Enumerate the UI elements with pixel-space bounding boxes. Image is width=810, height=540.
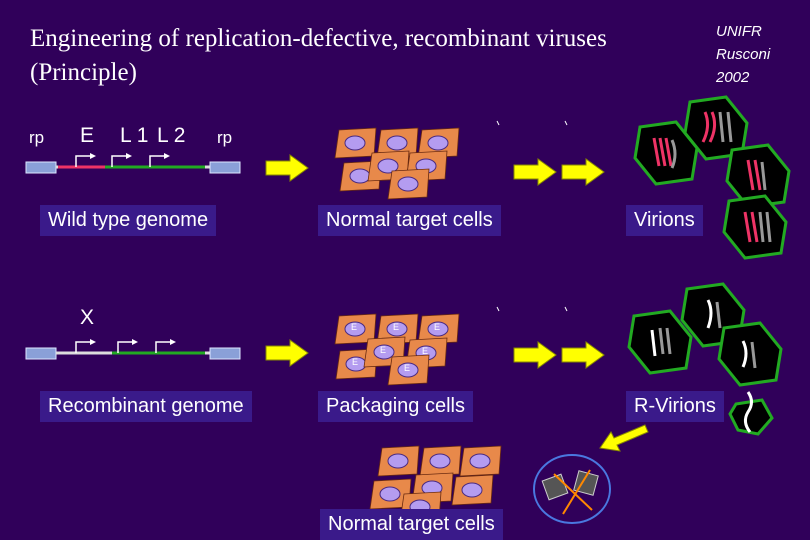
arrow-rvirions-to-target [599,424,649,452]
label-e: E [80,124,95,147]
label-r-virions: R-Virions [626,391,724,422]
arrow-cells-step2 [561,158,605,186]
arrow-packaging-step1 [513,341,557,369]
label-l2: L 2 [157,124,186,147]
normal-target-cells-cluster [334,127,460,200]
title-line-1: Engineering of replication-defective, re… [30,25,607,52]
label-rp-left: rp [29,128,45,147]
r-virions-cluster [627,282,783,436]
cell-marker-e: E [380,345,387,355]
arrow-cells-step1 [513,158,557,186]
label-virions: Virions [626,205,703,236]
virions-cluster [633,95,791,260]
label-wild-type-genome: Wild type genome [40,205,217,236]
cell-marker-e: E [422,346,429,356]
title-line-2: (Principle) [30,59,137,86]
blocked-infection-circle [533,454,611,524]
cell-marker-e: E [404,363,411,373]
label-rp-right: rp [217,128,233,147]
cell-marker-e: E [351,322,358,332]
arrow-rec-to-packaging [265,339,309,367]
label-x-deletion: X [80,306,95,329]
label-normal-target-cells-bottom: Normal target cells [320,509,503,540]
label-packaging-cells: Packaging cells [318,391,473,422]
credit-block: UNIFR Rusconi 2002 [716,20,806,89]
cell-marker-e: E [352,357,359,367]
label-l1: L 1 [120,124,149,147]
credit-institution: UNIFR [716,23,762,40]
credit-author: Rusconi [716,46,771,63]
arrow-wt-to-cells [265,154,309,182]
label-recombinant-genome: Recombinant genome [40,391,252,422]
credit-year: 2002 [716,69,750,86]
label-normal-target-cells: Normal target cells [318,205,501,236]
arrow-packaging-step2 [561,341,605,369]
recombinant-genome-map [25,339,241,360]
wild-type-genome-map [25,153,241,174]
cell-marker-e: E [434,322,441,332]
slide-title: Engineering of replication-defective, re… [30,22,700,90]
cell-marker-e: E [393,322,400,332]
